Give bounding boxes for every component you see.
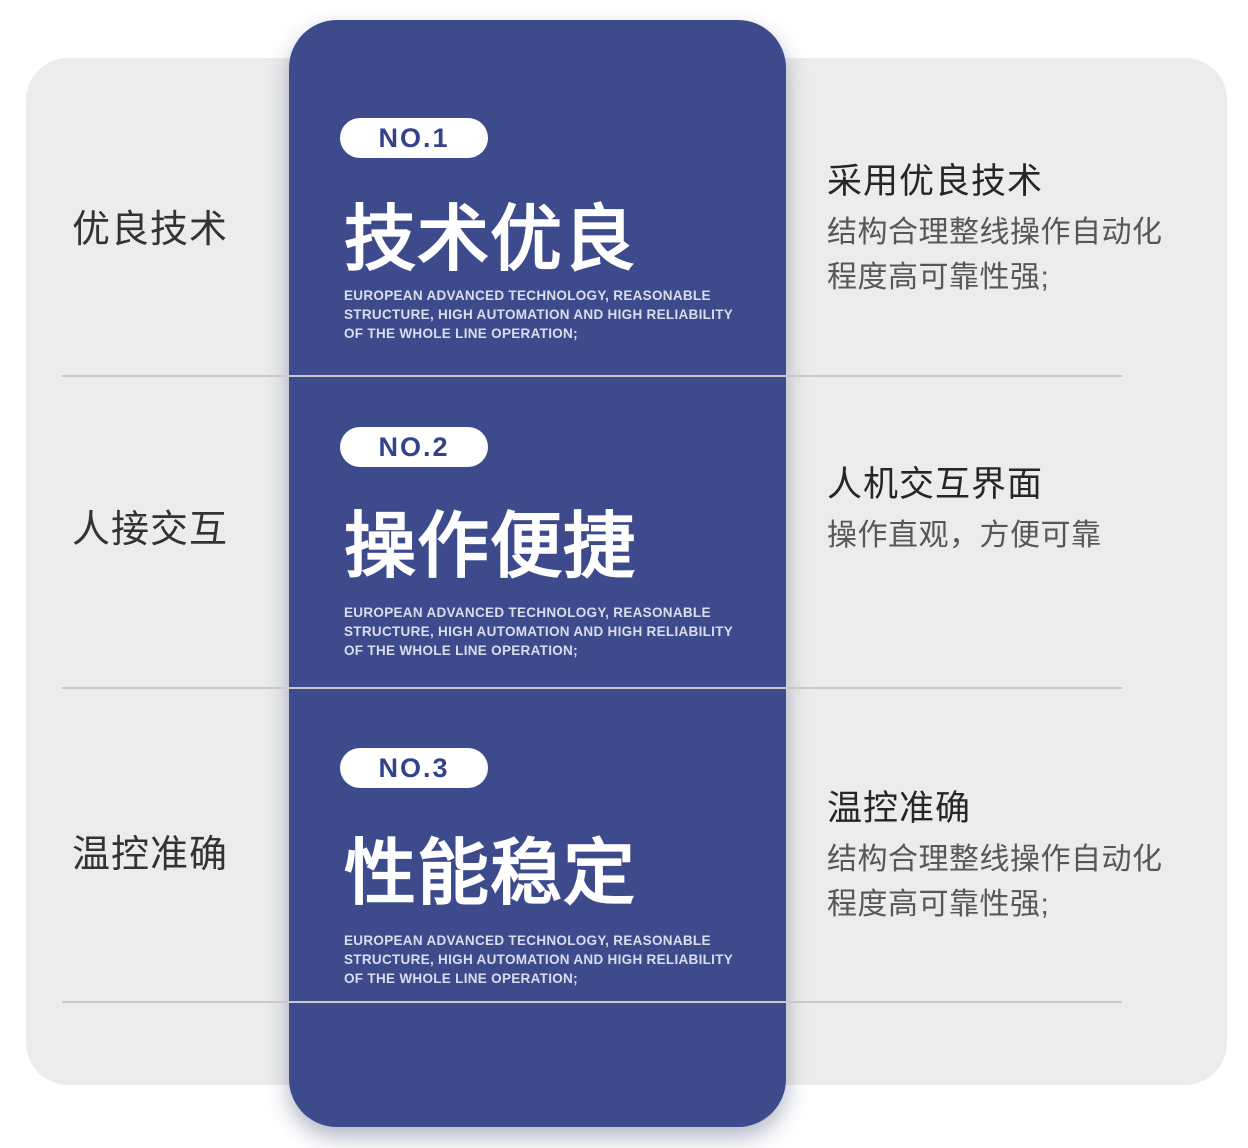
card-subtext-1-line3: OF THE WHOLE LINE OPERATION;	[344, 326, 578, 341]
rank-badge-3-label: NO.3	[378, 752, 450, 783]
right-title-3: 温控准确	[827, 789, 972, 828]
card-subtext-3-line1: EUROPEAN ADVANCED TECHNOLOGY, REASONABLE	[344, 933, 711, 948]
card-subtext-3: EUROPEAN ADVANCED TECHNOLOGY, REASONABLE…	[344, 931, 744, 988]
rank-badge-2-label: NO.2	[378, 431, 450, 462]
section-divider-2	[62, 687, 1122, 689]
right-block-2: 人机交互界面 操作直观，方便可靠	[827, 463, 1187, 558]
left-label-1: 优良技术	[72, 209, 229, 251]
rank-badge-1: NO.1	[340, 118, 488, 158]
card-subtext-1: EUROPEAN ADVANCED TECHNOLOGY, REASONABLE…	[344, 286, 744, 343]
card-subtext-3-line2: STRUCTURE, HIGH AUTOMATION AND HIGH RELI…	[344, 952, 734, 967]
card-subtext-1-line2: STRUCTURE, HIGH AUTOMATION AND HIGH RELI…	[344, 307, 734, 322]
right-block-1: 采用优良技术 结构合理整线操作自动化 程度高可靠性强;	[827, 160, 1187, 300]
left-label-2: 人接交互	[72, 509, 229, 551]
right-body-3-line2: 程度高可靠性强;	[827, 888, 1050, 921]
card-subtext-2-line1: EUROPEAN ADVANCED TECHNOLOGY, REASONABLE	[344, 605, 711, 620]
right-block-3: 温控准确 结构合理整线操作自动化 程度高可靠性强;	[827, 787, 1187, 927]
section-divider-1	[62, 375, 1122, 377]
card-subtext-2-line3: OF THE WHOLE LINE OPERATION;	[344, 643, 578, 658]
rank-badge-2: NO.2	[340, 427, 488, 467]
card-subtext-2-line2: STRUCTURE, HIGH AUTOMATION AND HIGH RELI…	[344, 624, 734, 639]
rank-badge-3: NO.3	[340, 748, 488, 788]
section-divider-3	[62, 1001, 1122, 1003]
feature-card: NO.1 技术优良 EUROPEAN ADVANCED TECHNOLOGY, …	[289, 20, 786, 1127]
right-title-2: 人机交互界面	[827, 465, 1044, 504]
card-heading-3: 性能稳定	[344, 834, 637, 914]
right-body-3-line1: 结构合理整线操作自动化	[827, 843, 1163, 876]
card-subtext-1-line1: EUROPEAN ADVANCED TECHNOLOGY, REASONABLE	[344, 288, 711, 303]
card-heading-1: 技术优良	[344, 200, 637, 280]
right-body-1-line2: 程度高可靠性强;	[827, 261, 1050, 294]
right-title-1: 采用优良技术	[827, 162, 1044, 201]
card-subtext-2: EUROPEAN ADVANCED TECHNOLOGY, REASONABLE…	[344, 603, 744, 660]
right-body-2-line1: 操作直观，方便可靠	[827, 519, 1102, 552]
left-label-3: 温控准确	[72, 834, 229, 876]
right-body-1-line1: 结构合理整线操作自动化	[827, 216, 1163, 249]
card-subtext-3-line3: OF THE WHOLE LINE OPERATION;	[344, 971, 578, 986]
rank-badge-1-label: NO.1	[378, 122, 450, 153]
card-heading-2: 操作便捷	[344, 507, 637, 587]
